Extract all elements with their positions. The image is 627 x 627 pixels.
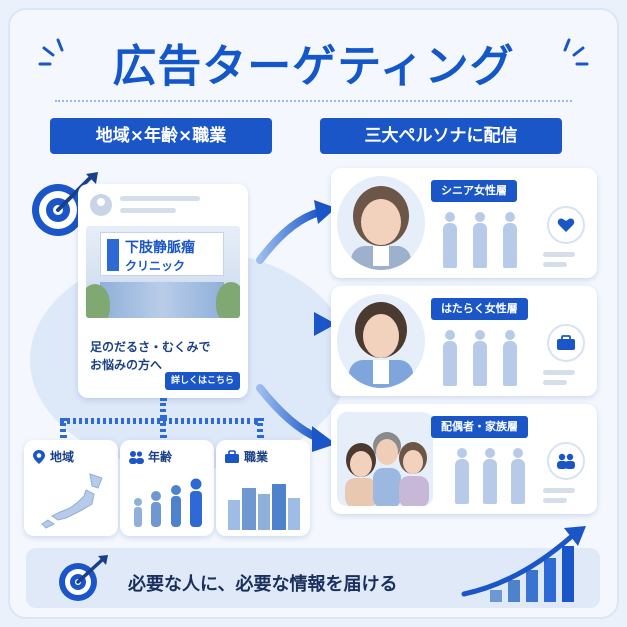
age-figures-icon xyxy=(134,478,202,527)
target-label: 職業 xyxy=(244,450,269,464)
silhouette-icon xyxy=(471,212,489,268)
silhouette-icon xyxy=(453,448,471,504)
right-header: 三大ペルソナに配信 xyxy=(320,118,562,154)
target-icon xyxy=(32,172,98,236)
map-pin-icon xyxy=(33,449,45,464)
sparkle-left-icon xyxy=(38,38,64,66)
clinic-entrance xyxy=(100,282,224,318)
clinic-name-line1: 下肢静脈瘤 xyxy=(125,240,195,256)
silhouette-icon xyxy=(441,212,459,268)
senior-woman-portrait xyxy=(337,176,425,270)
persona-label: シニア女性層 xyxy=(431,180,517,202)
placeholder-line xyxy=(543,380,567,385)
placeholder-line xyxy=(543,488,575,493)
persona-icon-circle xyxy=(547,442,585,480)
clinic-image: 下肢静脈瘤 クリニック xyxy=(86,226,240,318)
target-label: 年齢 xyxy=(148,450,173,464)
people-icon xyxy=(129,450,144,464)
persona-card-senior-women[interactable]: シニア女性層 xyxy=(331,168,597,278)
tree-icon xyxy=(86,284,110,318)
growth-chart-icon xyxy=(461,526,586,602)
working-woman-portrait xyxy=(337,294,425,388)
connector-line xyxy=(60,418,66,438)
connector-line xyxy=(60,418,258,424)
silhouette-icon xyxy=(501,212,519,268)
placeholder-line xyxy=(543,252,575,257)
details-button[interactable]: 詳しくはこちら xyxy=(164,372,240,390)
heart-icon xyxy=(557,218,575,232)
placeholder-line xyxy=(120,208,176,213)
persona-icon-circle xyxy=(547,206,585,244)
target-card-occupation: 職業 xyxy=(216,440,310,536)
target-card-region: 地域 xyxy=(24,440,118,536)
target-card-header: 地域 xyxy=(32,448,74,465)
family-icon xyxy=(557,453,575,469)
arrows-to-personas xyxy=(256,200,336,452)
placeholder-line xyxy=(543,262,567,267)
persona-card-family[interactable]: 配偶者・家族層 xyxy=(331,404,597,514)
placeholder-line xyxy=(543,498,567,503)
silhouette-icon xyxy=(509,448,527,504)
title-divider xyxy=(55,100,572,102)
tree-icon xyxy=(216,282,240,318)
persona-card-working-women[interactable]: はたらく女性層 xyxy=(331,286,597,396)
clinic-sign: 下肢静脈瘤 クリニック xyxy=(100,232,224,276)
clinic-logo-icon xyxy=(107,239,119,271)
persona-label: 配偶者・家族層 xyxy=(431,416,528,438)
avatar xyxy=(90,194,112,216)
clinic-name-line2: クリニック xyxy=(125,259,186,273)
left-header: 地域×年齢×職業 xyxy=(50,118,272,154)
connector-line xyxy=(257,418,263,438)
connector-line xyxy=(160,398,166,418)
persona-icon-circle xyxy=(547,324,585,362)
target-card-age: 年齢 xyxy=(120,440,214,536)
japan-map-icon xyxy=(41,473,103,529)
buildings-icon xyxy=(228,484,300,530)
connector-line xyxy=(160,418,166,438)
silhouette-icon xyxy=(481,448,499,504)
ad-copy: 足のだるさ・むくみで お悩みの方へ xyxy=(90,338,240,374)
tagline: 必要な人に、必要な情報を届ける xyxy=(128,574,398,595)
briefcase-icon xyxy=(225,449,239,463)
persona-label: はたらく女性層 xyxy=(431,298,528,320)
target-card-header: 職業 xyxy=(224,448,268,465)
target-card-header: 年齢 xyxy=(128,448,172,465)
page-title: 広告ターゲティング xyxy=(112,41,515,92)
ad-copy-line1: 足のだるさ・むくみで xyxy=(90,340,211,354)
silhouette-icon xyxy=(501,330,519,386)
sparkle-right-icon xyxy=(563,38,589,66)
silhouette-icon xyxy=(471,330,489,386)
target-icon xyxy=(59,555,108,601)
ad-preview-card[interactable]: 下肢静脈瘤 クリニック 足のだるさ・むくみで お悩みの方へ 詳しくはこちら xyxy=(78,184,248,398)
target-label: 地域 xyxy=(50,450,75,464)
placeholder-line xyxy=(543,370,575,375)
briefcase-icon xyxy=(557,335,575,350)
silhouette-icon xyxy=(441,330,459,386)
placeholder-line xyxy=(120,196,200,201)
family-portrait xyxy=(337,412,433,506)
ad-copy-line2: お悩みの方へ xyxy=(90,358,163,372)
